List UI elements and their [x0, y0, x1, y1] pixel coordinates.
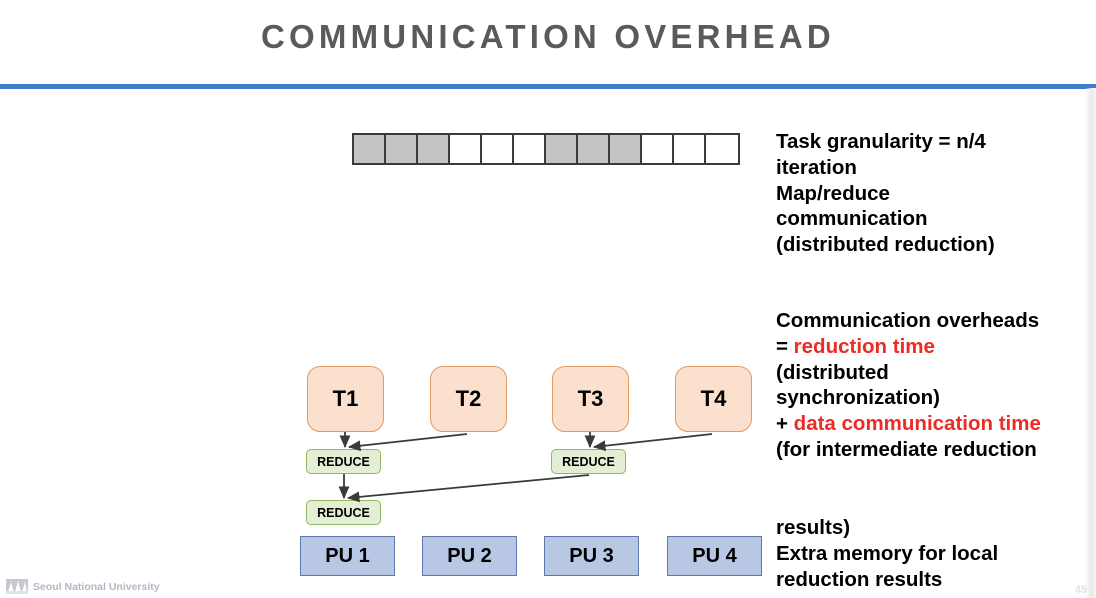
strip-cell-7	[546, 135, 578, 163]
note-line: Extra memory for local	[776, 541, 999, 565]
title-divider	[0, 84, 1096, 89]
task-box-t4: T4	[675, 366, 752, 432]
note-accent-reduction-time: reduction time	[793, 334, 935, 358]
reduce-box-3: REDUCE	[306, 500, 381, 525]
strip-cell-12	[706, 135, 738, 163]
note-line: (distributed reduction)	[776, 233, 995, 257]
pu-box-pu-1: PU 1	[300, 536, 395, 576]
note-line: Map/reduce	[776, 181, 890, 205]
note-prefix: =	[776, 334, 794, 358]
note-line: iteration	[776, 155, 857, 179]
snu-emblem-icon	[6, 579, 28, 594]
task-box-t2-label: T2	[455, 386, 482, 411]
note-accent-data-communication-time: data communication time	[793, 412, 1041, 436]
reduce-box-2: REDUCE	[551, 449, 626, 474]
note-line: reduction results	[776, 567, 943, 591]
strip-cell-3	[418, 135, 450, 163]
strip-cell-8	[578, 135, 610, 163]
strip-cell-9	[610, 135, 642, 163]
iteration-strip	[352, 133, 740, 165]
pu-box-pu-2-label: PU 2	[447, 544, 492, 567]
note-line: synchronization)	[776, 386, 941, 410]
notes-block-communication-overheads: Communication overheads = reduction time…	[776, 308, 1096, 463]
note-line: (distributed	[776, 360, 889, 384]
page-title: COMMUNICATION OVERHEAD	[261, 18, 835, 55]
reduce-box-3-label: REDUCE	[317, 505, 370, 520]
note-line-accent: + data communication time	[776, 411, 1096, 437]
task-box-t1: T1	[307, 366, 384, 432]
strip-cell-4	[450, 135, 482, 163]
page-number: 45	[1074, 584, 1087, 596]
footer-university-name: Seoul National University	[33, 580, 160, 593]
notes-block-task-granularity: Task granularity = n/4 iteration Map/red…	[776, 129, 1096, 258]
strip-cell-2	[386, 135, 418, 163]
strip-cell-11	[674, 135, 706, 163]
task-box-t3: T3	[552, 366, 629, 432]
reduce-box-1-label: REDUCE	[317, 454, 370, 469]
pu-box-pu-4-label: PU 4	[692, 544, 737, 567]
note-line: Communication overheads	[776, 309, 1040, 332]
task-box-t4-label: T4	[700, 386, 727, 411]
pu-box-pu-2: PU 2	[422, 536, 517, 576]
reduce-box-1: REDUCE	[306, 449, 381, 474]
pu-box-pu-3: PU 3	[544, 536, 639, 576]
notes-block-extra-memory: results) Extra memory for local reductio…	[776, 515, 1096, 592]
note-line: (for intermediate reduction	[776, 437, 1037, 461]
note-line: results)	[776, 516, 851, 539]
footer-logo: Seoul National University	[6, 578, 160, 595]
pu-box-pu-1-label: PU 1	[325, 544, 370, 567]
pu-box-pu-4: PU 4	[667, 536, 762, 576]
strip-cell-1	[354, 135, 386, 163]
strip-cell-5	[482, 135, 514, 163]
task-box-t2: T2	[430, 366, 507, 432]
pu-box-pu-3-label: PU 3	[569, 544, 614, 567]
note-line: communication	[776, 207, 928, 231]
note-prefix: +	[776, 412, 794, 436]
task-box-t3-label: T3	[577, 386, 604, 411]
strip-cell-10	[642, 135, 674, 163]
note-line-accent: = reduction time	[776, 334, 1096, 360]
reduce-box-2-label: REDUCE	[562, 454, 615, 469]
note-line: Task granularity = n/4	[776, 130, 986, 153]
strip-cell-6	[514, 135, 546, 163]
task-box-t1-label: T1	[332, 386, 359, 411]
